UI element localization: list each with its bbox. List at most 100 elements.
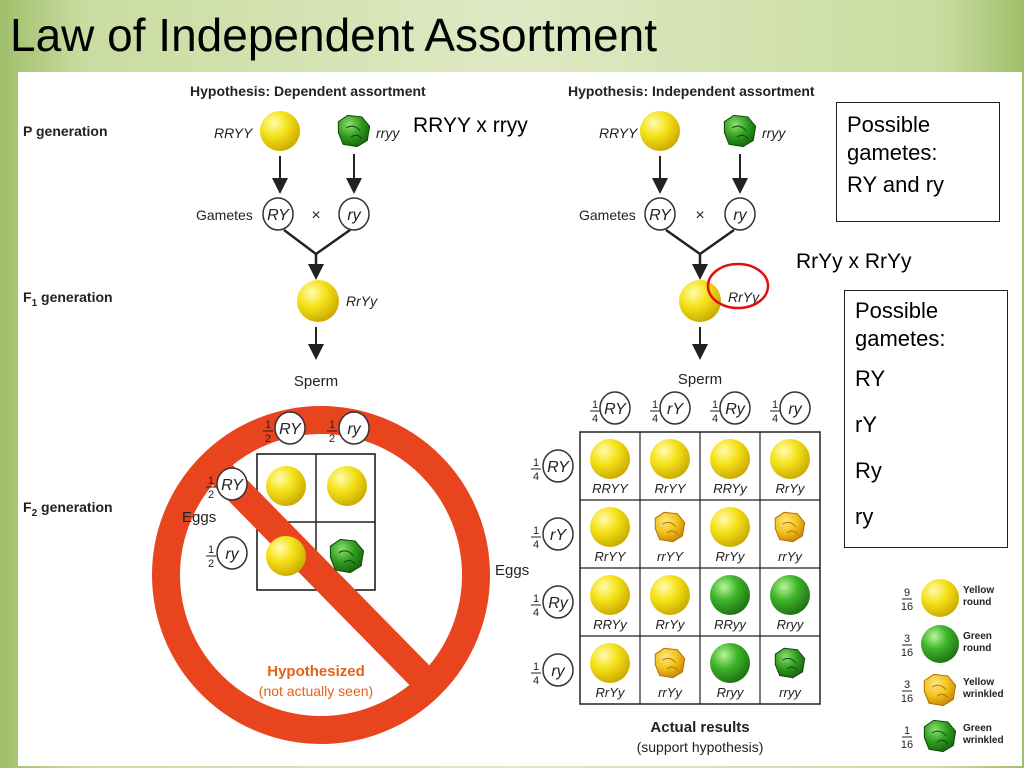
f1-cross-callout: RrYy x RrYy bbox=[796, 250, 912, 273]
egg-fraction-numerator: 1 bbox=[533, 661, 539, 673]
gamete-item: RY bbox=[855, 366, 886, 391]
sperm-fraction-denominator: 4 bbox=[592, 413, 598, 425]
sperm-fraction-numerator: 1 bbox=[592, 399, 598, 411]
yellow-round-pea-icon bbox=[650, 575, 690, 615]
gamete-circle bbox=[542, 517, 574, 551]
yellow-round-pea-icon bbox=[590, 575, 630, 615]
green-wrinkled-pea-icon bbox=[923, 719, 957, 753]
gametes-box-parent: Possible gametes: RY and ry bbox=[836, 102, 1000, 222]
offspring-genotype: rrYy bbox=[778, 549, 803, 564]
gamete-circle bbox=[659, 391, 691, 425]
gamete-item: ry bbox=[855, 504, 874, 529]
f2-generation-label: F2 generation bbox=[23, 499, 113, 519]
gamete-label: ry bbox=[225, 546, 239, 563]
offspring-genotype: Rryy bbox=[717, 685, 745, 700]
offspring-genotype: RrYy bbox=[716, 549, 746, 564]
green-wrinkled-pea-icon bbox=[774, 647, 806, 679]
wrinkle-lines bbox=[731, 125, 749, 140]
gamete-label: RY bbox=[649, 207, 672, 224]
slide-title: Law of Independent Assortment bbox=[10, 9, 657, 61]
sperm-fraction-denominator: 4 bbox=[712, 413, 718, 425]
prohibition-slash bbox=[202, 454, 440, 696]
green-round-pea-icon bbox=[770, 575, 810, 615]
gametes-label: Gametes bbox=[196, 207, 253, 223]
wrinkle-lines bbox=[338, 550, 356, 565]
gamete-label: RY bbox=[547, 459, 570, 476]
gamete-label: ry bbox=[347, 207, 361, 224]
right-hypothesis-heading: Hypothesis: Independent assortment bbox=[568, 83, 815, 99]
offspring-genotype: rrYy bbox=[658, 685, 683, 700]
gamete-label: rY bbox=[550, 527, 567, 544]
legend-fraction-denominator: 16 bbox=[901, 739, 913, 751]
prohibition-sign bbox=[152, 406, 490, 744]
egg-fraction-denominator: 4 bbox=[533, 675, 539, 687]
green-wrinkled-pea-icon bbox=[337, 114, 371, 148]
legend-label: Green bbox=[963, 723, 992, 734]
egg-fraction-denominator: 4 bbox=[533, 607, 539, 619]
gamete-label: ry bbox=[551, 663, 565, 680]
legend-label: wrinkled bbox=[962, 735, 1004, 746]
green-round-pea-icon bbox=[710, 643, 750, 683]
yellow-round-pea-icon bbox=[590, 507, 630, 547]
green-round-pea-icon bbox=[710, 575, 750, 615]
offspring-genotype: RRYY bbox=[592, 481, 629, 496]
yellow-round-pea-icon bbox=[640, 111, 680, 151]
right-f1-genotype: RrYy bbox=[728, 289, 760, 305]
legend-label: Yellow bbox=[963, 585, 994, 596]
genetics-diagram: P generation F1 generation F2 generation Hy… bbox=[23, 83, 1004, 755]
gametes-box-f1: Possible gametes: RY rY Ry ry bbox=[844, 290, 1008, 548]
yellow-round-pea-icon bbox=[650, 439, 690, 479]
gametes-box-heading: Possible gametes: bbox=[847, 112, 938, 165]
sperm-fraction-denominator: 4 bbox=[652, 413, 658, 425]
legend-label: round bbox=[963, 597, 991, 608]
legend-label: Green bbox=[963, 631, 992, 642]
yellow-round-pea-icon bbox=[710, 439, 750, 479]
support-hypothesis-label: (support hypothesis) bbox=[637, 739, 764, 755]
left-hypothesis-heading: Hypothesis: Dependent assortment bbox=[190, 83, 426, 99]
yellow-wrinkled-pea-icon bbox=[774, 511, 806, 543]
sperm-fraction-denominator: 2 bbox=[329, 433, 335, 445]
sperm-fraction-numerator: 1 bbox=[652, 399, 658, 411]
gamete-circle bbox=[542, 653, 574, 687]
egg-fraction-numerator: 1 bbox=[533, 593, 539, 605]
yellow-round-pea-icon bbox=[590, 643, 630, 683]
sperm-fraction-numerator: 1 bbox=[772, 399, 778, 411]
egg-fraction-denominator: 2 bbox=[208, 489, 214, 501]
gamete-circle bbox=[724, 197, 756, 231]
legend-label: Yellow bbox=[963, 677, 994, 688]
gamete-circle bbox=[542, 449, 574, 483]
legend-label: wrinkled bbox=[962, 689, 1004, 700]
gamete-label: RY bbox=[267, 207, 290, 224]
left-p-genotype: rryy bbox=[376, 125, 400, 141]
right-p-genotype: rryy bbox=[762, 125, 786, 141]
wrinkle-lines bbox=[931, 730, 949, 745]
p-generation-label: P generation bbox=[23, 123, 108, 139]
sperm-fraction-numerator: 1 bbox=[712, 399, 718, 411]
offspring-genotype: RrYY bbox=[594, 549, 626, 564]
left-p-genotype: RRYY bbox=[214, 125, 254, 141]
eggs-label: Eggs bbox=[182, 509, 216, 526]
gametes-box-f1-heading: Possible gametes: bbox=[855, 298, 946, 351]
content-panel: P generation F1 generation F2 generation Hy… bbox=[18, 72, 1022, 766]
sperm-fraction-denominator: 2 bbox=[265, 433, 271, 445]
offspring-genotype: RRyy bbox=[714, 617, 747, 632]
yellow-round-pea-icon bbox=[921, 579, 959, 617]
gamete-label: RY bbox=[221, 477, 244, 494]
gamete-circle bbox=[719, 391, 751, 425]
gamete-label: Ry bbox=[548, 595, 569, 612]
cross-symbol: × bbox=[311, 207, 320, 224]
not-seen-label: (not actually seen) bbox=[259, 683, 373, 699]
gamete-item: Ry bbox=[855, 458, 882, 483]
yellow-round-pea-icon bbox=[260, 111, 300, 151]
sperm-label: Sperm bbox=[294, 373, 338, 390]
yellow-round-pea-icon bbox=[679, 280, 721, 322]
f1-generation-label: F1 generation bbox=[23, 289, 113, 309]
gamete-label: Ry bbox=[725, 401, 746, 418]
gamete-circle bbox=[599, 391, 631, 425]
yellow-round-pea-icon bbox=[710, 507, 750, 547]
egg-fraction-numerator: 1 bbox=[533, 457, 539, 469]
offspring-genotype: RrYY bbox=[654, 481, 686, 496]
egg-fraction-denominator: 4 bbox=[533, 471, 539, 483]
gamete-label: RY bbox=[279, 421, 302, 438]
sperm-fraction-numerator: 1 bbox=[265, 419, 271, 431]
